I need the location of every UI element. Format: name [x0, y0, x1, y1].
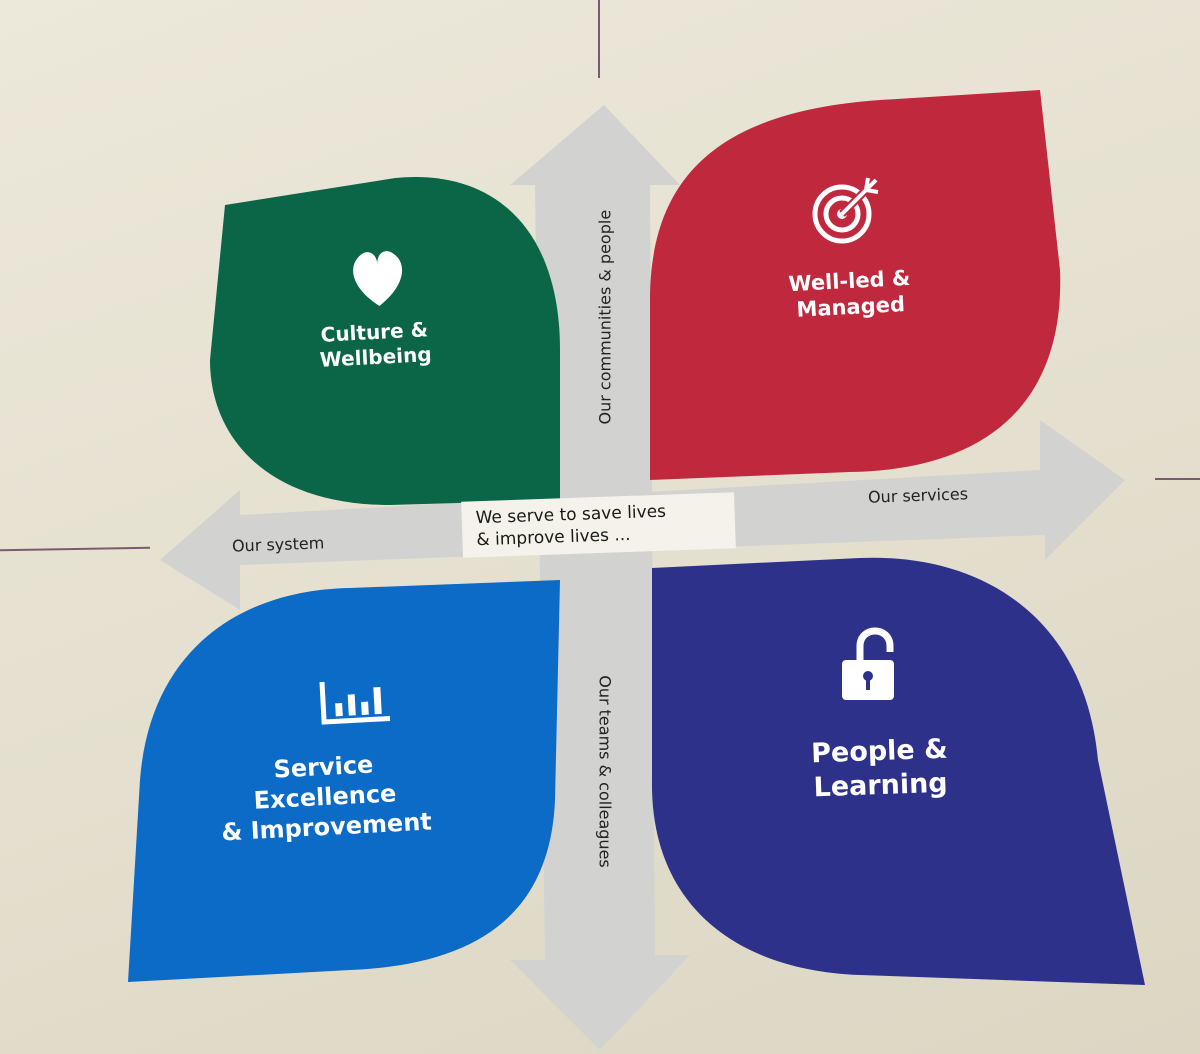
- axis-label-right: Our services: [867, 484, 969, 507]
- center-statement: We serve to save lives & improve lives .…: [461, 492, 736, 558]
- unlock-icon: [842, 627, 894, 700]
- crop-line-right: [1155, 478, 1200, 480]
- quadrant-label-people-learning: People & Learning: [810, 733, 949, 804]
- quadrant-service-excellence: [128, 580, 560, 982]
- bar-chart-icon: [319, 681, 391, 725]
- heart-icon: [353, 251, 403, 306]
- axis-label-up: Our communities & people: [595, 209, 615, 425]
- quadrant-culture-wellbeing: [210, 176, 560, 505]
- target-icon: [812, 177, 879, 244]
- crop-line-top: [598, 0, 600, 78]
- axis-label-down: Our teams & colleagues: [595, 675, 615, 868]
- axis-label-left: Our system: [231, 533, 325, 556]
- quadrant-people-learning: [651, 557, 1145, 985]
- quadrant-well-led-managed: [650, 90, 1061, 480]
- quadrant-label-culture-wellbeing: Culture & Wellbeing: [319, 317, 433, 372]
- quadrant-label-well-led-managed: Well-led & Managed: [787, 265, 911, 323]
- quadrant-label-service-excellence: Service Excellence & Improvement: [220, 750, 433, 847]
